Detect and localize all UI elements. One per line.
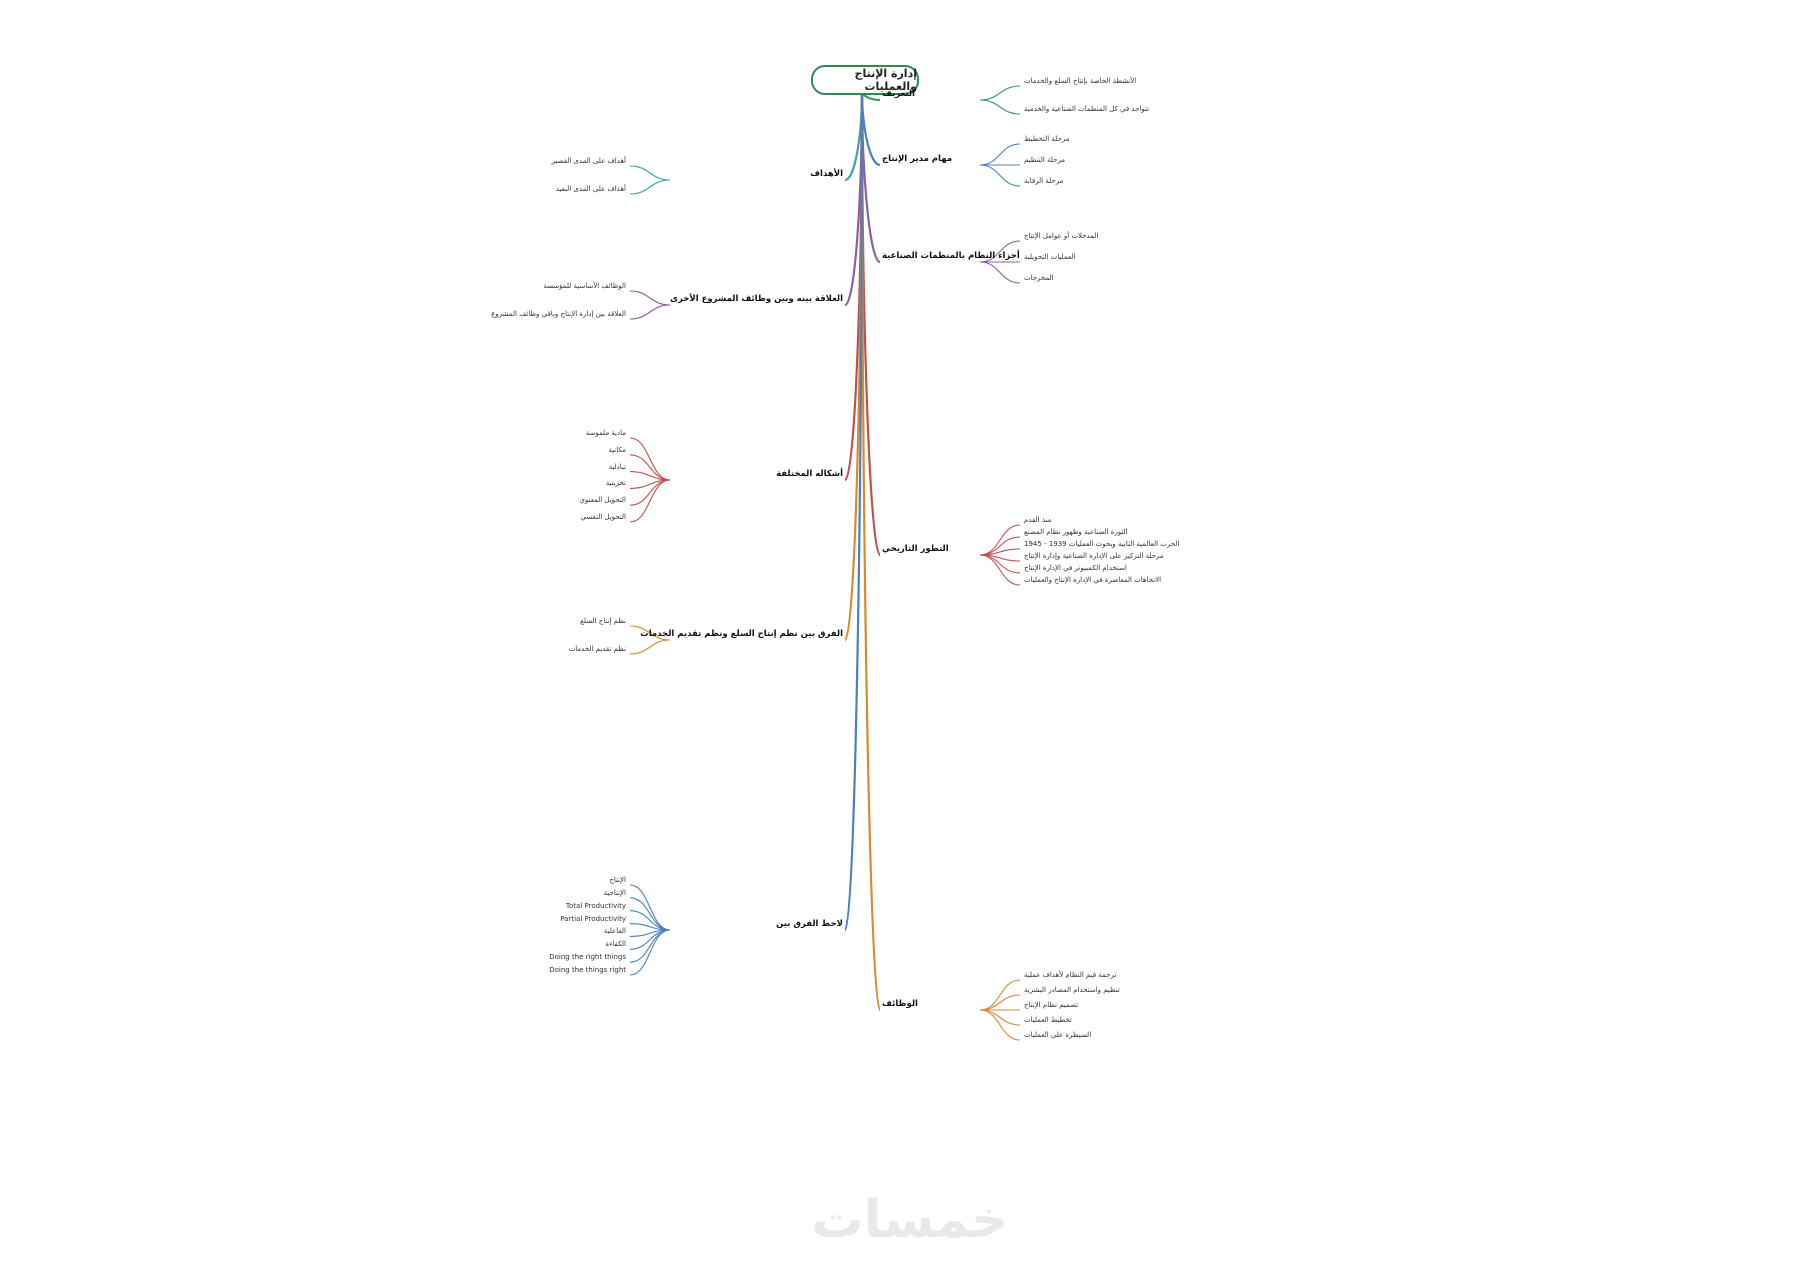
connector-line <box>844 90 864 182</box>
topic-node-left[interactable]: Doing the things right <box>549 966 626 974</box>
connector-line <box>629 929 671 976</box>
connector-line <box>979 99 1021 115</box>
connector-line <box>629 884 671 931</box>
topic-node-right[interactable]: تصميم نظام الإنتاج <box>1024 1001 1079 1009</box>
topic-node-left[interactable]: الإنتاج <box>609 876 626 884</box>
topic-node-right[interactable]: مرحلة التنظيم <box>1024 156 1066 164</box>
topic-node-left[interactable]: مكانية <box>608 445 626 454</box>
topic-node-left[interactable]: الفاعلية <box>603 927 626 936</box>
section-label-right[interactable]: مهام مدير الإنتاج <box>882 154 953 164</box>
connector-line <box>629 437 671 481</box>
connector-line <box>979 85 1021 101</box>
topic-node-right[interactable]: مرحلة التركيز على الإدارة الصناعية وإدار… <box>1024 552 1164 560</box>
topic-node-right[interactable]: السيطرة على العمليات <box>1024 1031 1092 1039</box>
topic-node-right[interactable]: الحرب العالمية الثانية وبحوث العمليات 19… <box>1024 540 1180 548</box>
connector-line <box>979 554 1021 586</box>
connector-line <box>979 240 1021 263</box>
topic-node-left[interactable]: أهداف على المدى القصير <box>551 157 626 165</box>
topic-node-left[interactable]: Total Productivity <box>565 901 626 910</box>
root-node[interactable]: إدارة الإنتاج والعمليات <box>811 65 919 95</box>
topic-node-left[interactable]: تخزينية <box>605 479 626 488</box>
topic-node-right[interactable]: العمليات التحويلية <box>1024 253 1076 261</box>
connector-line <box>629 625 671 641</box>
topic-node-right[interactable]: تتواجد في كل المنظمات الصناعية والخدمية <box>1024 105 1150 113</box>
topic-node-right[interactable]: الثورة الصناعية وظهور نظام المصنع <box>1024 528 1128 536</box>
connector-line <box>979 261 1021 284</box>
topic-node-right[interactable]: تنظيم واستخدام المصادر البشرية <box>1024 986 1120 994</box>
connector-line <box>979 143 1021 166</box>
connector-line <box>629 165 671 181</box>
topic-node-left[interactable]: العلاقة بين إدارة الإنتاج وباقي وظائف ال… <box>491 310 626 318</box>
topic-node-left[interactable]: Partial Productivity <box>560 914 626 923</box>
topic-node-left[interactable]: التحويل النفسي <box>580 513 626 521</box>
topic-node-left[interactable]: Doing the right things <box>549 953 626 962</box>
topic-node-right[interactable]: تخطيط العمليات <box>1024 1016 1072 1024</box>
connector-line <box>979 1009 1021 1041</box>
section-label-left[interactable]: العلاقة بينه وبين وظائف المشروع الأخرى <box>670 294 843 304</box>
topic-node-right[interactable]: المدخلات أو عوامل الإنتاج <box>1024 232 1099 240</box>
topic-node-right[interactable]: المخرجات <box>1024 274 1054 282</box>
connector-line <box>860 90 881 264</box>
connector-line <box>979 1009 1021 1026</box>
connector-line <box>629 639 671 655</box>
section-label-left[interactable]: الأهداف <box>810 169 843 179</box>
section-label-right[interactable]: أجزاء النظام بالمنظمات الصناعية <box>882 251 1020 261</box>
section-label-right[interactable]: التطور التاريخي <box>882 544 949 554</box>
section-label-left[interactable]: لاحظ الفرق بين <box>776 919 843 929</box>
section-label-left[interactable]: أشكاله المختلفة <box>776 469 843 479</box>
topic-node-right[interactable]: ترجمة قيم النظام لأهداف عملية <box>1024 971 1117 979</box>
topic-node-left[interactable]: الوظائف الأساسية للمؤسسة <box>543 282 626 290</box>
topic-node-left[interactable]: تبادلية <box>608 462 626 471</box>
connector-line <box>629 897 671 931</box>
topic-node-left[interactable]: أهداف على المدى البعيد <box>555 185 626 193</box>
topic-node-left[interactable]: نظم تقديم الخدمات <box>568 645 626 653</box>
connector-line <box>629 304 671 320</box>
connector-line <box>629 479 671 523</box>
section-label-left[interactable]: الفرق بين نظم إنتاج السلع ونظم تقديم الخ… <box>640 629 843 639</box>
connector-line <box>860 90 881 167</box>
topic-node-right[interactable]: الأنشطة الخاصة بإنتاج السلع والخدمات <box>1024 77 1137 85</box>
topic-node-right[interactable]: الاتجاهات المعاصرة في الإدارة الإنتاج وا… <box>1024 576 1162 584</box>
connector-line <box>629 179 671 195</box>
topic-node-left[interactable]: مادية ملموسة <box>585 429 626 437</box>
connector-line <box>979 164 1021 187</box>
watermark-logo: خمسات <box>811 1190 1009 1250</box>
topic-node-left[interactable]: الإنتاجية <box>603 888 626 897</box>
section-label-right[interactable]: التعريف <box>882 89 915 99</box>
connector-line <box>843 90 864 932</box>
section-label-right[interactable]: الوظائف <box>882 999 918 1009</box>
connector-line <box>979 994 1021 1011</box>
connector-line <box>629 290 671 306</box>
topic-node-right[interactable]: مرحلة الرقابة <box>1024 177 1064 185</box>
topic-node-left[interactable]: الكفاءة <box>605 940 626 949</box>
connector-line <box>979 524 1021 556</box>
topic-node-left[interactable]: التحويل المعنوي <box>579 496 626 505</box>
topic-node-right[interactable]: استخدام الكمبيوتر في الإدارة الإنتاج <box>1024 564 1127 572</box>
connector-line <box>629 929 671 963</box>
topic-node-right[interactable]: منذ القدم <box>1024 516 1052 524</box>
topic-node-left[interactable]: نظم إنتاج السلع <box>580 617 626 625</box>
topic-node-right[interactable]: مرحلة التخطيط <box>1024 135 1070 143</box>
